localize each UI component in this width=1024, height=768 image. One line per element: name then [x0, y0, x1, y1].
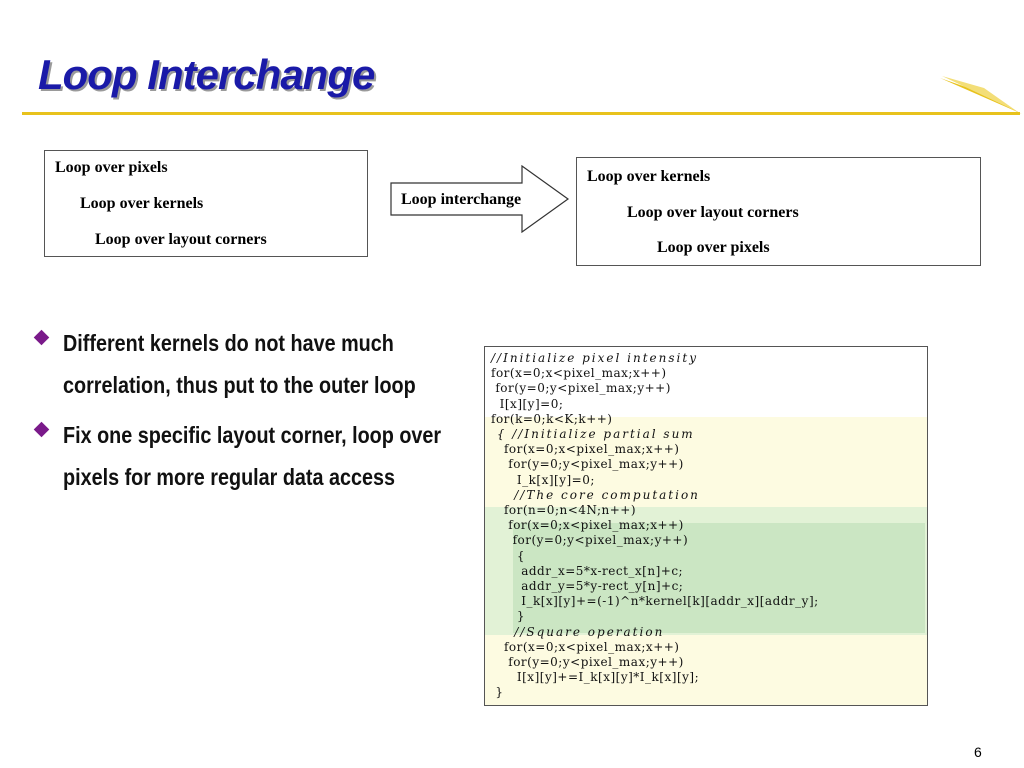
decorative-swoosh-icon [940, 76, 1022, 114]
code-line: for(x=0;x<pixel_max;x++) [491, 442, 680, 457]
code-line: I[x][y]=0; [491, 396, 564, 411]
code-line: { [491, 548, 526, 563]
code-line: //Initialize pixel intensity [491, 351, 698, 365]
diamond-bullet-icon [33, 329, 50, 346]
loop-line-middle: Loop over layout corners [627, 204, 799, 221]
right-arrow-icon [390, 165, 570, 233]
page-number: 6 [974, 744, 982, 760]
bullet-item: Fix one specific layout corner, loop ove… [30, 414, 450, 498]
code-line: for(x=0;x<pixel_max;x++) [491, 639, 680, 654]
code-line: for(x=0;x<pixel_max;x++) [491, 366, 667, 381]
bullet-list: Different kernels do not have much corre… [30, 322, 450, 506]
code-line: //Square operation [491, 624, 665, 639]
bullet-text: Fix one specific layout corner, loop ove… [63, 422, 442, 490]
loop-line-inner: Loop over layout corners [95, 231, 267, 248]
code-line: for(y=0;y<pixel_max;y++) [491, 381, 671, 396]
diamond-bullet-icon [33, 421, 50, 438]
pixel-loop-highlight [513, 523, 925, 633]
code-line: { //Initialize partial sum [491, 427, 695, 441]
code-line: for(y=0;y<pixel_max;y++) [491, 533, 689, 548]
code-line: //The core computation [491, 487, 700, 502]
code-line: for(y=0;y<pixel_max;y++) [491, 655, 684, 669]
loop-order-after-box: Loop over kernels Loop over layout corne… [576, 157, 981, 266]
code-line: } [491, 609, 526, 624]
code-line: for(n=0;n<4N;n++) [491, 503, 637, 517]
code-line: for(x=0;x<pixel_max;x++) [491, 518, 684, 533]
loop-line-outer: Loop over pixels [55, 159, 168, 176]
code-line: I_k[x][y]=0; [491, 472, 595, 487]
arrow-label: Loop interchange [401, 191, 522, 208]
code-line: } [491, 685, 504, 700]
code-line: addr_y=5*y-rect_y[n]+c; [491, 579, 684, 593]
code-line: I_k[x][y]+=(-1)^n*kernel[k][addr_x][addr… [491, 594, 819, 609]
code-line: I[x][y]+=I_k[x][y]*I_k[x][y]; [491, 670, 700, 685]
code-line: addr_x=5*x-rect_x[n]+c; [491, 563, 684, 578]
loop-order-before-box: Loop over pixels Loop over kernels Loop … [44, 150, 368, 257]
loop-line-middle: Loop over kernels [80, 195, 204, 212]
bullet-text: Different kernels do not have much corre… [63, 330, 416, 398]
interchange-arrow: Loop interchange [390, 165, 572, 233]
code-line: for(k=0;k<K;k++) [491, 411, 613, 426]
loop-line-outer: Loop over kernels [587, 168, 711, 185]
title-underline [22, 112, 1020, 115]
code-line: for(y=0;y<pixel_max;y++) [491, 457, 684, 472]
bullet-item: Different kernels do not have much corre… [30, 322, 450, 406]
slide-title: Loop Interchange [38, 51, 375, 98]
loop-line-inner: Loop over pixels [657, 239, 770, 256]
